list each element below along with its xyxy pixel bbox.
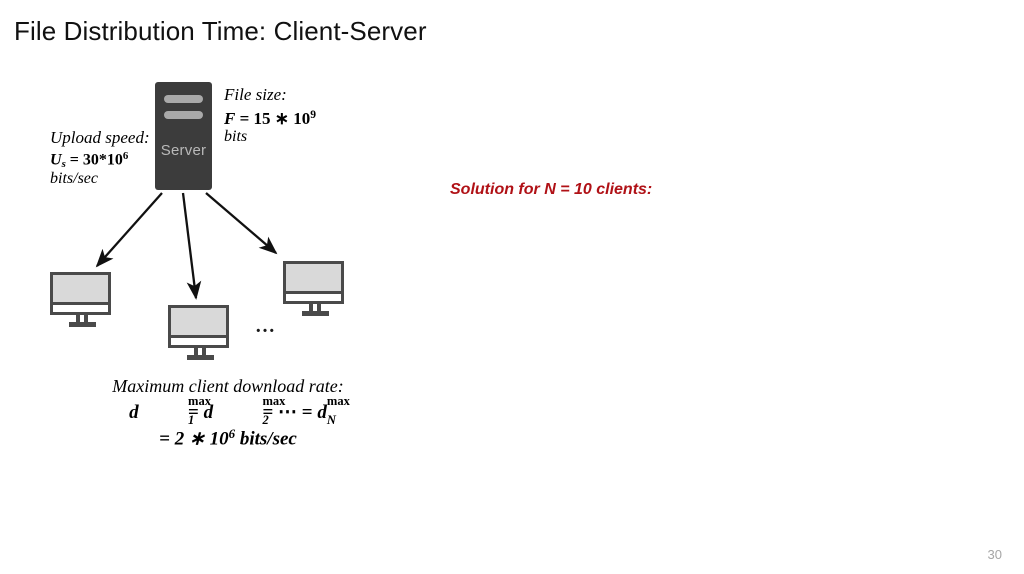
file-size-equation: F = 15 ∗ 109 — [224, 108, 354, 128]
monitor-stand-right — [317, 304, 321, 312]
arrow-to-client-2 — [181, 192, 202, 300]
file-size-symbol: F — [224, 108, 236, 128]
upload-speed-caption: Upload speed: — [50, 128, 150, 147]
arrow-to-client-3 — [205, 192, 278, 255]
d-max-base: d — [203, 402, 214, 423]
page-number: 30 — [987, 547, 1002, 562]
monitor-stand-right — [202, 348, 206, 356]
download-rate-caption: Maximum client download rate: — [112, 376, 344, 396]
d-max-subscript: 1 — [188, 412, 195, 427]
download-rate-units: bits/sec — [235, 428, 297, 450]
server-label: Server — [160, 142, 207, 159]
upload-speed-units: bits/sec — [50, 169, 98, 187]
download-rate-value: = 2 ∗ 10 — [159, 428, 229, 450]
formula-dots: ⋯ — [278, 402, 298, 423]
equals-sign-3: = — [301, 402, 313, 423]
upload-speed-value: = 30*10 — [65, 150, 123, 168]
file-size-value: = 15 ∗ 10 — [235, 108, 311, 128]
upload-speed-equation: Us = 30*106 — [50, 150, 160, 170]
page-title: File Distribution Time: Client-Server — [14, 16, 427, 46]
monitor-bezel-strip — [283, 294, 344, 304]
monitor-screen — [50, 272, 111, 305]
monitor-stand-right — [84, 315, 88, 323]
d-max-superscript: max — [262, 394, 286, 409]
file-size-units: bits — [224, 127, 248, 145]
monitor-stand-left — [76, 315, 80, 323]
upload-speed-subscript: s — [61, 157, 66, 170]
monitor-base — [302, 311, 329, 316]
monitor-base — [187, 355, 214, 360]
monitor-stand-left — [309, 304, 313, 312]
file-size-exponent: 9 — [310, 107, 317, 121]
client-computer-icon — [168, 305, 232, 360]
monitor-bezel-strip — [168, 338, 229, 348]
upload-speed-symbol: U — [50, 150, 62, 168]
monitor-stand-left — [194, 348, 198, 356]
upload-speed-annotation: Upload speed: Us = 30*106 bits/sec — [50, 128, 160, 188]
upload-speed-exponent: 6 — [122, 149, 129, 162]
arrow-to-client-1 — [95, 192, 163, 268]
monitor-base — [69, 322, 96, 327]
server-drive-bar-2 — [164, 111, 203, 119]
clients-ellipsis: … — [255, 315, 276, 337]
client-server-diagram: Server Upload speed: Us = 30*106 bits/se… — [0, 0, 450, 480]
download-rate-exponent: 6 — [228, 426, 236, 441]
client-computer-icon — [283, 261, 347, 316]
file-size-caption: File size: — [224, 85, 287, 104]
equals-sign-2: = — [262, 402, 274, 423]
monitor-screen — [283, 261, 344, 294]
d-max-superscript: max — [188, 394, 211, 409]
d-max-base: d — [129, 402, 139, 423]
download-rate-formula-line-2: = 2 ∗ 106 bits/sec — [48, 426, 408, 450]
server-drive-bar-1 — [164, 95, 203, 103]
d-max-subscript: 2 — [262, 412, 269, 427]
monitor-bezel-strip — [50, 305, 111, 315]
d-max-subscript: N — [326, 412, 336, 427]
d-max-base: d — [317, 402, 327, 423]
monitor-screen — [168, 305, 229, 338]
d-max-term-2: d max 2 — [203, 394, 286, 427]
d-max-superscript: max — [326, 394, 350, 409]
client-computer-icon — [50, 272, 114, 327]
server-icon: Server — [155, 82, 212, 190]
solution-heading: Solution for N = 10 clients: — [450, 181, 653, 198]
file-size-annotation: File size: F = 15 ∗ 109 bits — [224, 85, 354, 146]
equals-sign-1: = — [188, 402, 199, 423]
